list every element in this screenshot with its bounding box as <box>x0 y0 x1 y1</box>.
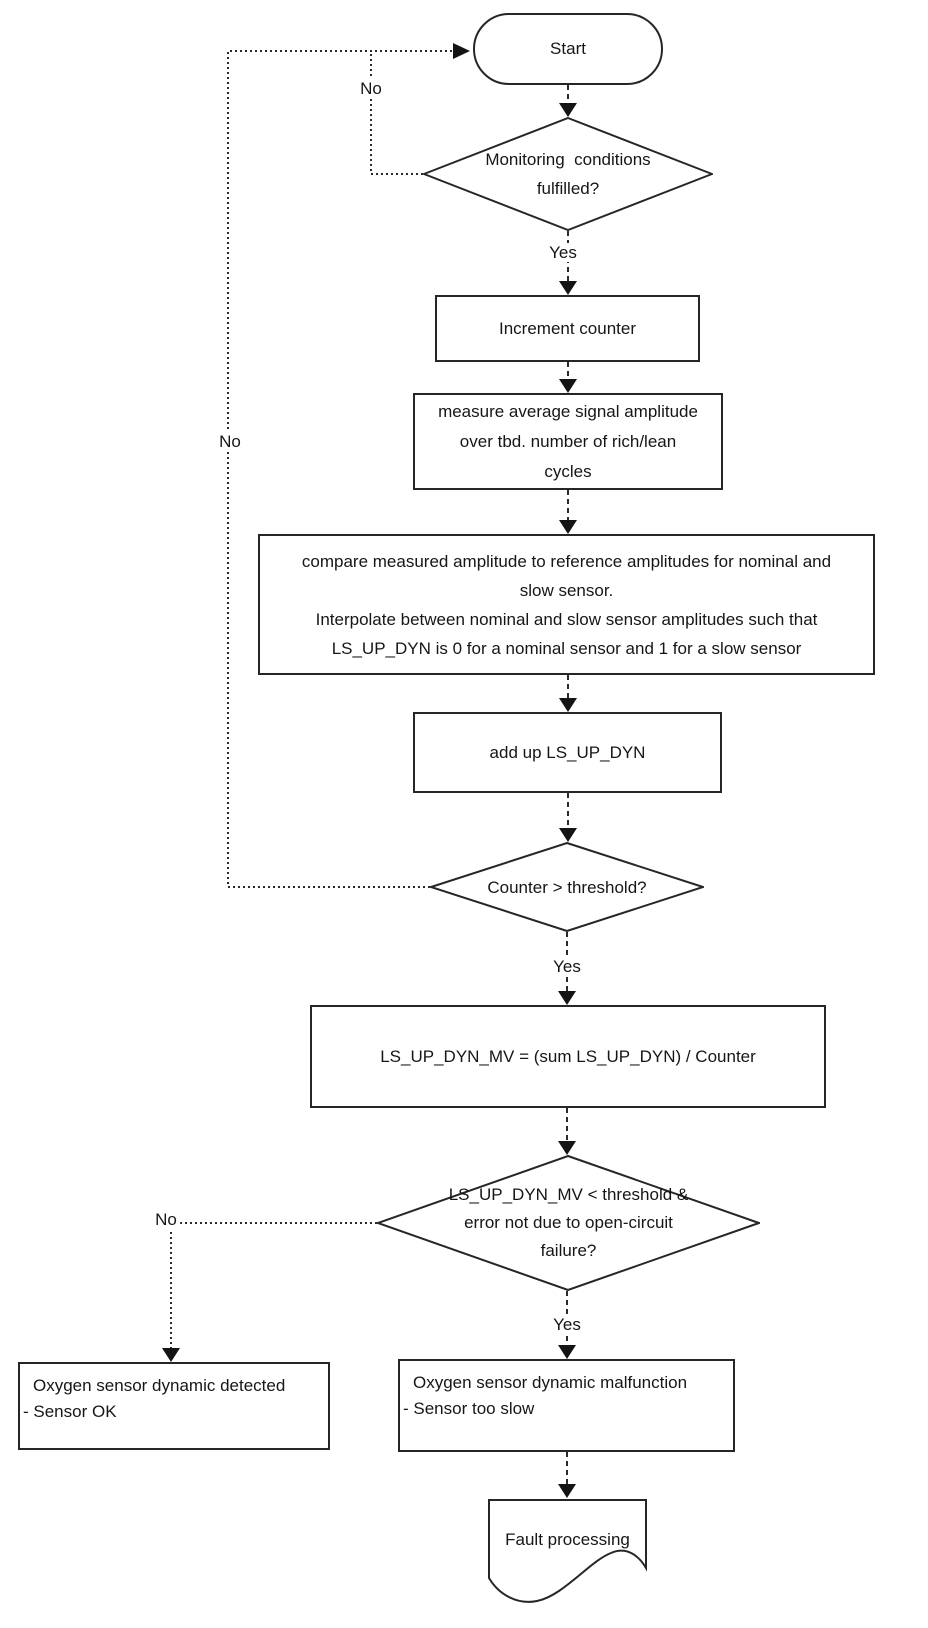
edge-measure-to-compare <box>559 490 577 534</box>
edge-start-to-monitoring <box>559 85 577 117</box>
node-text-line: - Sensor too slow <box>403 1399 535 1418</box>
node-text-line: slow sensor. <box>519 580 614 600</box>
start-node: Start <box>473 13 663 85</box>
start-label: Start <box>550 39 586 58</box>
sensor-slow-node: Oxygen sensor dynamic malfunction - Sens… <box>398 1359 735 1452</box>
node-text-line: measure average signal amplitude <box>438 401 698 421</box>
diamond-shape <box>423 117 713 231</box>
edge-label-yes-2: Yes <box>550 957 584 976</box>
fault-processing-node: Fault processing <box>487 1498 648 1608</box>
node-text-line: - Sensor OK <box>23 1402 117 1421</box>
node-text-line: Fault processing <box>505 1529 630 1549</box>
edge-monitoring-no-loop <box>370 51 423 175</box>
increment-counter-node: Increment counter <box>435 295 700 362</box>
edge-malfunction-to-fault <box>558 1452 576 1498</box>
counter-decision-node: Counter > threshold? <box>430 842 704 932</box>
diamond-shape <box>430 842 704 932</box>
node-text-line: Oxygen sensor dynamic malfunction <box>413 1373 688 1392</box>
node-text-line: over tbd. number of rich/lean <box>459 431 677 451</box>
edge-compare-to-addup <box>559 675 577 712</box>
node-text-line: Interpolate between nominal and slow sen… <box>315 609 818 629</box>
monitoring-decision-node: Monitoring conditions fulfilled? <box>423 117 713 231</box>
measure-amplitude-node: measure average signal amplitude over tb… <box>413 393 723 490</box>
node-text-line: failure? <box>540 1241 597 1260</box>
node-text-line: error not due to open-circuit <box>464 1213 673 1232</box>
node-text-line: Counter > threshold? <box>487 877 647 897</box>
edge-label-no-2: No <box>216 432 244 451</box>
edge-counter-no-to-start <box>227 43 470 888</box>
edge-mvdecision-no-to-sensorok <box>162 1222 377 1362</box>
node-text-line: LS_UP_DYN is 0 for a nominal sensor and … <box>331 638 802 658</box>
edge-label-no-1: No <box>357 79 385 98</box>
node-text-line: compare measured amplitude to reference … <box>301 551 832 571</box>
diamond-shape <box>377 1155 760 1291</box>
edge-label-yes-1: Yes <box>546 243 580 262</box>
sensor-ok-node: Oxygen sensor dynamic detected - Sensor … <box>18 1362 330 1450</box>
node-text-line: add up LS_UP_DYN <box>489 742 646 762</box>
edge-increment-to-measure <box>559 362 577 393</box>
node-text-line: LS_UP_DYN_MV < threshold & <box>448 1185 689 1204</box>
add-up-node: add up LS_UP_DYN <box>413 712 722 793</box>
mean-value-node: LS_UP_DYN_MV = (sum LS_UP_DYN) / Counter <box>310 1005 826 1108</box>
edge-meanvalue-to-mvdecision <box>558 1108 576 1155</box>
mv-decision-node: LS_UP_DYN_MV < threshold & error not due… <box>377 1155 760 1291</box>
node-text-line: cycles <box>544 461 592 481</box>
node-text-line: LS_UP_DYN_MV = (sum LS_UP_DYN) / Counter <box>380 1046 756 1066</box>
node-text-line: Monitoring conditions <box>485 150 651 169</box>
node-text-line: Increment counter <box>498 318 636 338</box>
edge-label-yes-3: Yes <box>550 1315 584 1334</box>
node-text-line: Oxygen sensor dynamic detected <box>33 1376 286 1395</box>
node-text-line: fulfilled? <box>536 179 600 198</box>
edge-monitoring-yes-to-increment <box>559 231 577 295</box>
edge-addup-to-counter <box>559 793 577 842</box>
document-shape <box>488 1499 647 1603</box>
edge-label-no-3: No <box>152 1210 180 1229</box>
compare-interpolate-node: compare measured amplitude to reference … <box>258 534 875 675</box>
